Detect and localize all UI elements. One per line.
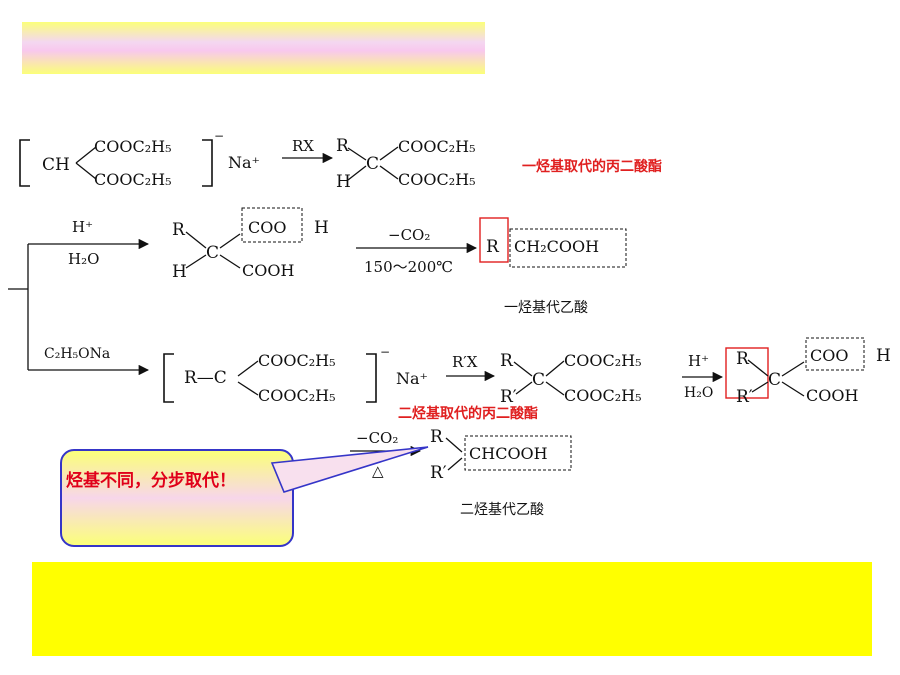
label-di-acetic: 二烃基代乙酸 [460, 501, 544, 518]
dashed-box-chcooh [464, 435, 572, 471]
acid-c: C [206, 243, 219, 263]
final-ch2cooh: CH₂COOH [514, 237, 599, 256]
anion-rc: R—C [184, 368, 227, 388]
decarb2-co2: −CO₂ [356, 429, 398, 447]
dashed-box-coo [241, 207, 303, 243]
acid3-c: C [768, 370, 781, 390]
anion-ester-top: COOC₂H₅ [258, 351, 336, 370]
product-r: R [336, 136, 350, 156]
final3-r2: R′ [430, 463, 447, 483]
acid3-r2: R′ [736, 387, 753, 407]
notes-band [32, 562, 872, 656]
product-ester-bottom: COOC₂H₅ [398, 170, 476, 189]
label-mono-acetic: 一烃基代乙酸 [504, 299, 588, 316]
reagent-h-plus: H⁺ [72, 218, 93, 236]
charge: − [214, 129, 224, 143]
title-band [22, 22, 485, 74]
acid3-coo: COO [810, 346, 848, 365]
reaction-2: H⁺ H₂O R H C COO H COOH −CO₂ 150～200℃ R … [68, 207, 627, 316]
acid-cooh: COOH [242, 261, 294, 280]
product-c: C [366, 154, 379, 174]
acid-coo-h: H [314, 218, 329, 238]
callout-text: 烃基不同，分步取代！ [66, 471, 236, 491]
di-c: C [532, 370, 545, 390]
callout-box [60, 449, 294, 547]
final3-r: R [430, 427, 444, 447]
left-bracket [19, 139, 30, 187]
reagent-ethoxide: C₂H₅ONa [44, 346, 110, 362]
di-ester-top: COOC₂H₅ [564, 351, 642, 370]
reagent-water: H₂O [68, 250, 99, 268]
acid3-coo-h: H [876, 346, 891, 366]
ester-bottom: COOC₂H₅ [94, 170, 172, 189]
final-r: R [486, 237, 500, 257]
di-r: R [500, 351, 514, 371]
red-box-rr2 [725, 347, 769, 399]
decarb-temp: 150～200℃ [364, 258, 453, 276]
product-h: H [336, 172, 351, 192]
acid-h: H [172, 262, 187, 282]
hydrolysis-water: H₂O [684, 385, 713, 401]
label-mono-ester: 一烃基取代的丙二酸酯 [522, 158, 662, 175]
decarb2-heat: △ [372, 462, 384, 480]
red-box-r [479, 217, 509, 263]
branch-lines [8, 238, 150, 376]
right-bracket [202, 139, 213, 187]
sodium-ion: Na⁺ [228, 153, 260, 172]
di-ester-bottom: COOC₂H₅ [564, 386, 642, 405]
ester-top: COOC₂H₅ [94, 137, 172, 156]
decarb-co2: −CO₂ [388, 226, 430, 244]
final3-chcooh: CHCOOH [469, 444, 548, 463]
label-di-ester: 二烃基取代的丙二酸酯 [398, 405, 538, 422]
di-r2: R′ [500, 387, 517, 407]
reagent-rx: RX [292, 137, 314, 155]
acid-coo: COO [248, 218, 286, 237]
callout-pointer [270, 446, 429, 493]
acid3-r: R [736, 349, 750, 369]
anion-na: Na⁺ [396, 369, 428, 388]
anion-charge: − [380, 345, 390, 359]
dashed-box-ch2cooh [509, 228, 627, 268]
ch-group: CH [42, 155, 70, 175]
reagent-r2x: R′X [452, 353, 478, 371]
reaction-1: CH COOC₂H₅ COOC₂H₅ − Na⁺ RX R H C COOC₂H… [19, 129, 662, 192]
acid-r: R [172, 220, 186, 240]
fork-lines [75, 146, 97, 180]
hydrolysis-h-plus: H⁺ [688, 352, 709, 370]
acid3-cooh: COOH [806, 386, 858, 405]
anion-ester-bottom: COOC₂H₅ [258, 386, 336, 405]
product-ester-top: COOC₂H₅ [398, 137, 476, 156]
reaction-3: C₂H₅ONa R—C COOC₂H₅ COOC₂H₅ − Na⁺ R′X R … [44, 337, 891, 518]
